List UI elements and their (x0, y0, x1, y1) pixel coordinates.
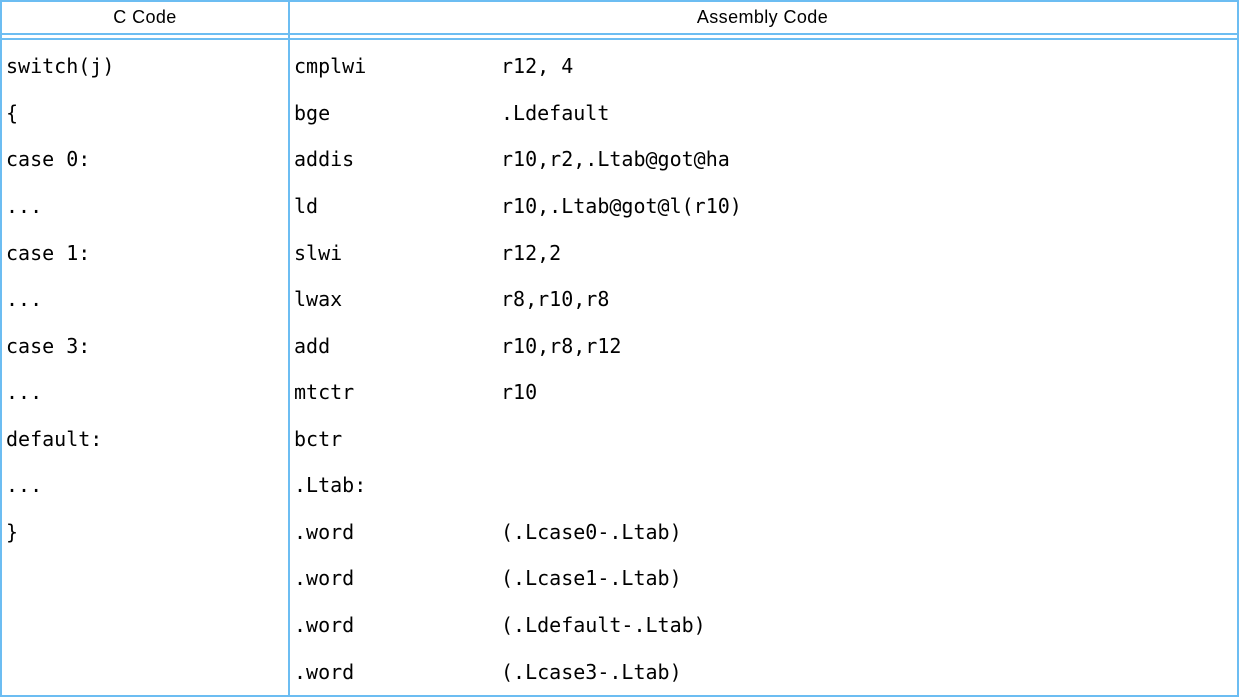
c-code-line: ... (6, 380, 43, 405)
asm-mnemonic: .Ltab: (294, 473, 367, 498)
asm-operands: (.Lcase3-.Ltab) (501, 659, 682, 684)
asm-operands: r10,r8,r12 (501, 333, 622, 358)
assembly-code-line: add r10,r8,r12 (294, 322, 1237, 369)
c-code-line: case 0: (6, 147, 91, 172)
c-code-line: ... (6, 193, 43, 218)
asm-operands: (.Lcase1-.Ltab) (501, 566, 682, 591)
asm-operands: .Ldefault (501, 100, 610, 125)
asm-mnemonic: .word (294, 659, 355, 684)
asm-operands: r12, 4 (501, 54, 574, 79)
assembly-code-line: lwax r8,r10,r8 (294, 276, 1237, 323)
c-code-line: ... (6, 473, 43, 498)
assembly-code-cell: cmplwi r12, 4 bge .Ldefault addis r10,r2,.Lta… (288, 40, 1237, 695)
table-header-row: C Code Assembly Code (2, 2, 1237, 33)
c-code-line: case 1: (6, 240, 91, 265)
assembly-code-line: cmplwi r12, 4 (294, 43, 1237, 90)
c-code-line: ... (6, 287, 43, 312)
asm-operands: r8,r10,r8 (501, 287, 610, 312)
table-body-row: switch(j) { case 0:... case 1:... case 3:...… (2, 40, 1237, 695)
asm-mnemonic: bge (294, 100, 331, 125)
c-code-line: { (6, 100, 19, 125)
asm-mnemonic: ld (294, 193, 319, 218)
asm-operands: r10 (501, 380, 538, 405)
assembly-code-line: slwi r12,2 (294, 229, 1237, 276)
column-divider (288, 2, 290, 695)
asm-mnemonic: slwi (294, 240, 343, 265)
assembly-code-line: bge .Ldefault (294, 90, 1237, 137)
asm-mnemonic: lwax (294, 287, 343, 312)
assembly-code-line: .word (.Lcase0-.Ltab) (294, 509, 1237, 556)
asm-operands: (.Lcase0-.Ltab) (501, 519, 682, 544)
asm-mnemonic: .word (294, 519, 355, 544)
c-code-line: switch(j) (6, 54, 115, 79)
asm-operands: r10,.Ltab@got@l(r10) (501, 193, 742, 218)
assembly-code-line: bctr (294, 416, 1237, 463)
column-header-assembly-code: Assembly Code (696, 7, 829, 27)
assembly-code-line: .word (.Lcase1-.Ltab) (294, 555, 1237, 602)
asm-operands: (.Ldefault-.Ltab) (501, 613, 706, 638)
asm-mnemonic: cmplwi (294, 54, 367, 79)
asm-mnemonic: addis (294, 147, 355, 172)
asm-operands: r12,2 (501, 240, 562, 265)
asm-mnemonic: add (294, 333, 331, 358)
asm-operands: r10,r2,.Ltab@got@ha (501, 147, 730, 172)
assembly-code-line: mtctr r10 (294, 369, 1237, 416)
assembly-code-line: addis r10,r2,.Ltab@got@ha (294, 136, 1237, 183)
column-header-c-code: C Code (113, 7, 177, 27)
assembly-code-line: .Ltab: (294, 462, 1237, 509)
header-separator-rule (2, 33, 1237, 40)
c-code-line: } (6, 519, 19, 544)
assembly-code-line: .word (.Ldefault-.Ltab) (294, 602, 1237, 649)
c-code-cell: switch(j) { case 0:... case 1:... case 3:...… (2, 40, 288, 695)
asm-mnemonic: .word (294, 566, 355, 591)
assembly-code-line: .word (.Lcase3-.Ltab) (294, 648, 1237, 695)
c-code-line: default: (6, 426, 103, 451)
asm-mnemonic: bctr (294, 426, 343, 451)
assembly-code-line: ld r10,.Ltab@got@l(r10) (294, 183, 1237, 230)
asm-mnemonic: .word (294, 613, 355, 638)
c-code-line: case 3: (6, 333, 91, 358)
asm-mnemonic: mtctr (294, 380, 355, 405)
